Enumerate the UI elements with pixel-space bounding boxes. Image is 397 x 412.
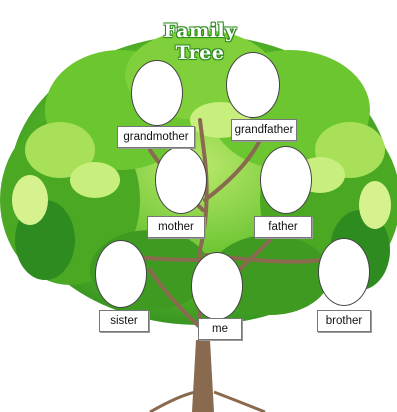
diagram-title: Family Tree — [163, 20, 237, 64]
father-photo-frame — [260, 146, 312, 214]
father-label: father — [254, 216, 312, 238]
me-photo-frame — [191, 252, 243, 320]
mother-photo-frame — [155, 146, 207, 214]
grandfather-photo-frame — [226, 52, 280, 118]
sister-photo-frame — [95, 240, 147, 308]
grandfather-label: grandfather — [231, 119, 297, 141]
brother-label: brother — [317, 310, 371, 332]
grandmother-label: grandmother — [117, 126, 195, 148]
grandmother-photo-frame — [131, 60, 183, 126]
brother-photo-frame — [318, 238, 370, 306]
sister-label: sister — [99, 310, 149, 332]
me-label: me — [198, 318, 242, 340]
mother-label: mother — [147, 216, 205, 238]
